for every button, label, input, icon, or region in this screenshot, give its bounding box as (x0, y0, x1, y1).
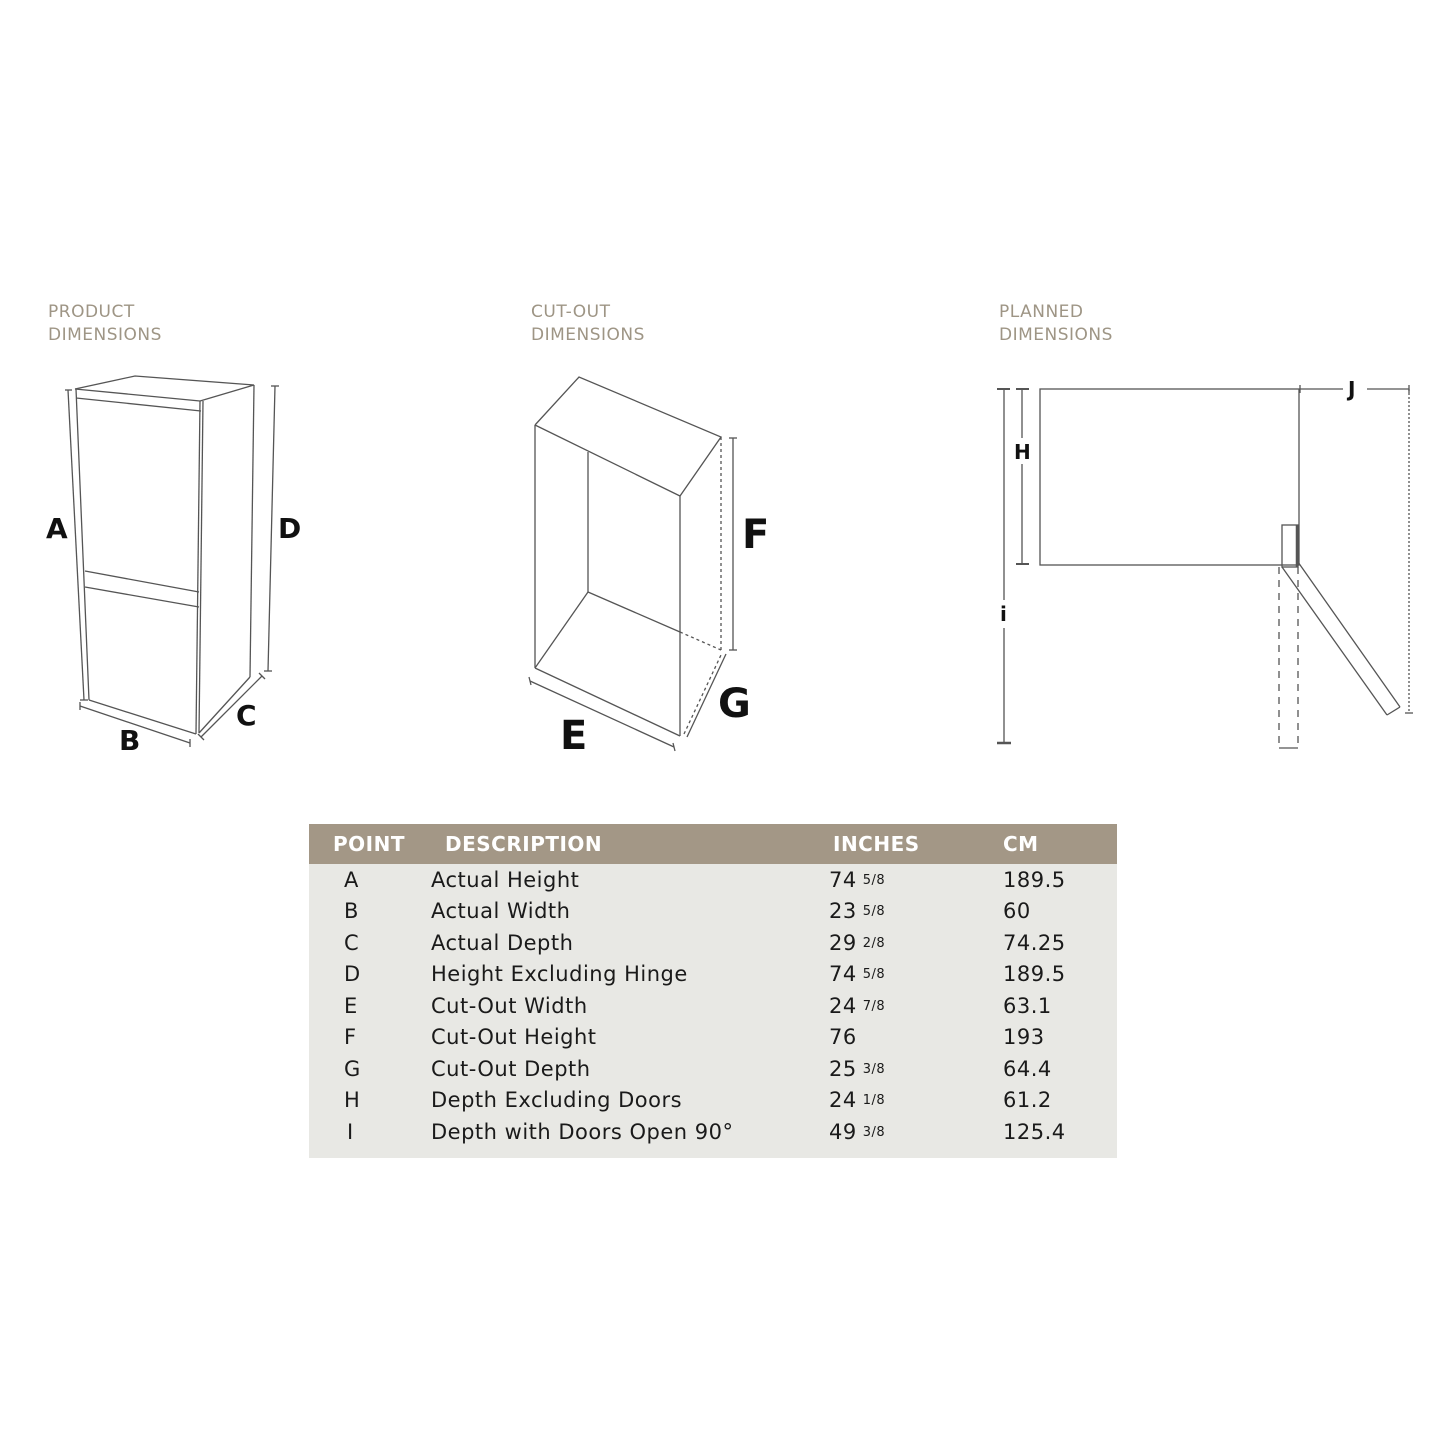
inches-fraction: 1/8 (862, 1093, 886, 1108)
row-description: Depth with Doors Open 90° (431, 1120, 734, 1144)
label-b: B (119, 724, 140, 757)
inches-fraction: 7/8 (862, 999, 886, 1014)
label-a: A (46, 512, 68, 545)
row-description: Actual Width (431, 899, 571, 923)
header-cm: CM (1003, 832, 1039, 856)
planned-dimensions-title: PLANNED DIMENSIONS (999, 301, 1113, 347)
inches-whole: 23 (829, 899, 857, 923)
inches-fraction: 2/8 (862, 936, 886, 951)
fridge-drawing (65, 375, 279, 747)
row-point: E (344, 994, 358, 1018)
row-point: F (344, 1025, 357, 1049)
dimensions-table: POINT DESCRIPTION INCHES CM A Actual Hei… (309, 824, 1117, 1158)
row-inches: 29 2/8 (829, 931, 885, 955)
inches-fraction: 3/8 (862, 1062, 886, 1077)
row-point: B (344, 899, 359, 923)
planned-drawing (997, 385, 1413, 749)
row-description: Cut-Out Depth (431, 1057, 591, 1081)
row-inches: 23 5/8 (829, 899, 885, 923)
row-point: I (347, 1120, 354, 1144)
label-h: H (1014, 440, 1031, 464)
row-description: Cut-Out Height (431, 1025, 597, 1049)
product-dimensions-title: PRODUCT DIMENSIONS (48, 301, 162, 347)
title-line-2: DIMENSIONS (48, 325, 162, 345)
title-line-1: PLANNED (999, 302, 1084, 322)
row-point: C (344, 931, 360, 955)
header-inches: INCHES (833, 832, 920, 856)
table-row: E Cut-Out Width 24 7/8 63.1 (309, 992, 1117, 1023)
inches-fraction: 3/8 (862, 1125, 886, 1140)
row-inches: 74 5/8 (829, 868, 885, 892)
row-description: Height Excluding Hinge (431, 962, 688, 986)
row-point: D (344, 962, 361, 986)
header-point: POINT (333, 832, 405, 856)
inches-whole: 49 (829, 1120, 857, 1144)
row-cm: 189.5 (1003, 962, 1066, 986)
row-cm: 74.25 (1003, 931, 1066, 955)
inches-whole: 74 (829, 868, 857, 892)
label-i: i (1000, 602, 1007, 626)
table-row: C Actual Depth 29 2/8 74.25 (309, 929, 1117, 960)
title-line-2: DIMENSIONS (999, 325, 1113, 345)
table-row: B Actual Width 23 5/8 60 (309, 897, 1117, 928)
row-inches: 49 3/8 (829, 1120, 885, 1144)
label-j: J (1346, 377, 1355, 401)
cutout-drawing (528, 376, 737, 752)
inches-fraction: 5/8 (862, 967, 886, 982)
title-line-1: CUT-OUT (531, 302, 611, 322)
label-f: F (742, 512, 769, 558)
table-header: POINT DESCRIPTION INCHES CM (309, 824, 1117, 864)
table-row: G Cut-Out Depth 25 3/8 64.4 (309, 1055, 1117, 1086)
title-line-2: DIMENSIONS (531, 325, 645, 345)
row-cm: 189.5 (1003, 868, 1066, 892)
title-line-1: PRODUCT (48, 302, 135, 322)
row-description: Depth Excluding Doors (431, 1088, 683, 1112)
row-cm: 61.2 (1003, 1088, 1052, 1112)
table-row: H Depth Excluding Doors 24 1/8 61.2 (309, 1086, 1117, 1117)
row-point: A (344, 868, 359, 892)
row-inches: 24 7/8 (829, 994, 885, 1018)
dimension-drawings: A D B C F E G H i J (46, 375, 1413, 759)
inches-whole: 74 (829, 962, 857, 986)
row-point: G (344, 1057, 361, 1081)
inches-fraction: 5/8 (862, 904, 886, 919)
row-cm: 193 (1003, 1025, 1045, 1049)
cutout-dimensions-title: CUT-OUT DIMENSIONS (531, 301, 645, 347)
inches-whole: 25 (829, 1057, 857, 1081)
table-row: F Cut-Out Height 76 193 (309, 1023, 1117, 1054)
inches-whole: 76 (829, 1025, 857, 1049)
row-inches: 74 5/8 (829, 962, 885, 986)
inches-fraction: 5/8 (862, 873, 886, 888)
label-c: C (236, 699, 257, 732)
table-row: A Actual Height 74 5/8 189.5 (309, 866, 1117, 897)
row-inches: 24 1/8 (829, 1088, 885, 1112)
inches-whole: 24 (829, 1088, 857, 1112)
label-e: E (560, 713, 587, 759)
label-g: G (718, 681, 751, 727)
row-description: Actual Height (431, 868, 580, 892)
table-row: I Depth with Doors Open 90° 49 3/8 125.4 (309, 1118, 1117, 1149)
row-cm: 60 (1003, 899, 1031, 923)
inches-whole: 29 (829, 931, 857, 955)
inches-whole: 24 (829, 994, 857, 1018)
row-description: Actual Depth (431, 931, 574, 955)
row-cm: 64.4 (1003, 1057, 1052, 1081)
row-cm: 125.4 (1003, 1120, 1066, 1144)
row-description: Cut-Out Width (431, 994, 588, 1018)
row-cm: 63.1 (1003, 994, 1052, 1018)
label-d: D (278, 512, 301, 545)
row-inches: 76 (829, 1025, 863, 1049)
row-inches: 25 3/8 (829, 1057, 885, 1081)
header-description: DESCRIPTION (445, 832, 603, 856)
table-row: D Height Excluding Hinge 74 5/8 189.5 (309, 960, 1117, 991)
row-point: H (344, 1088, 361, 1112)
